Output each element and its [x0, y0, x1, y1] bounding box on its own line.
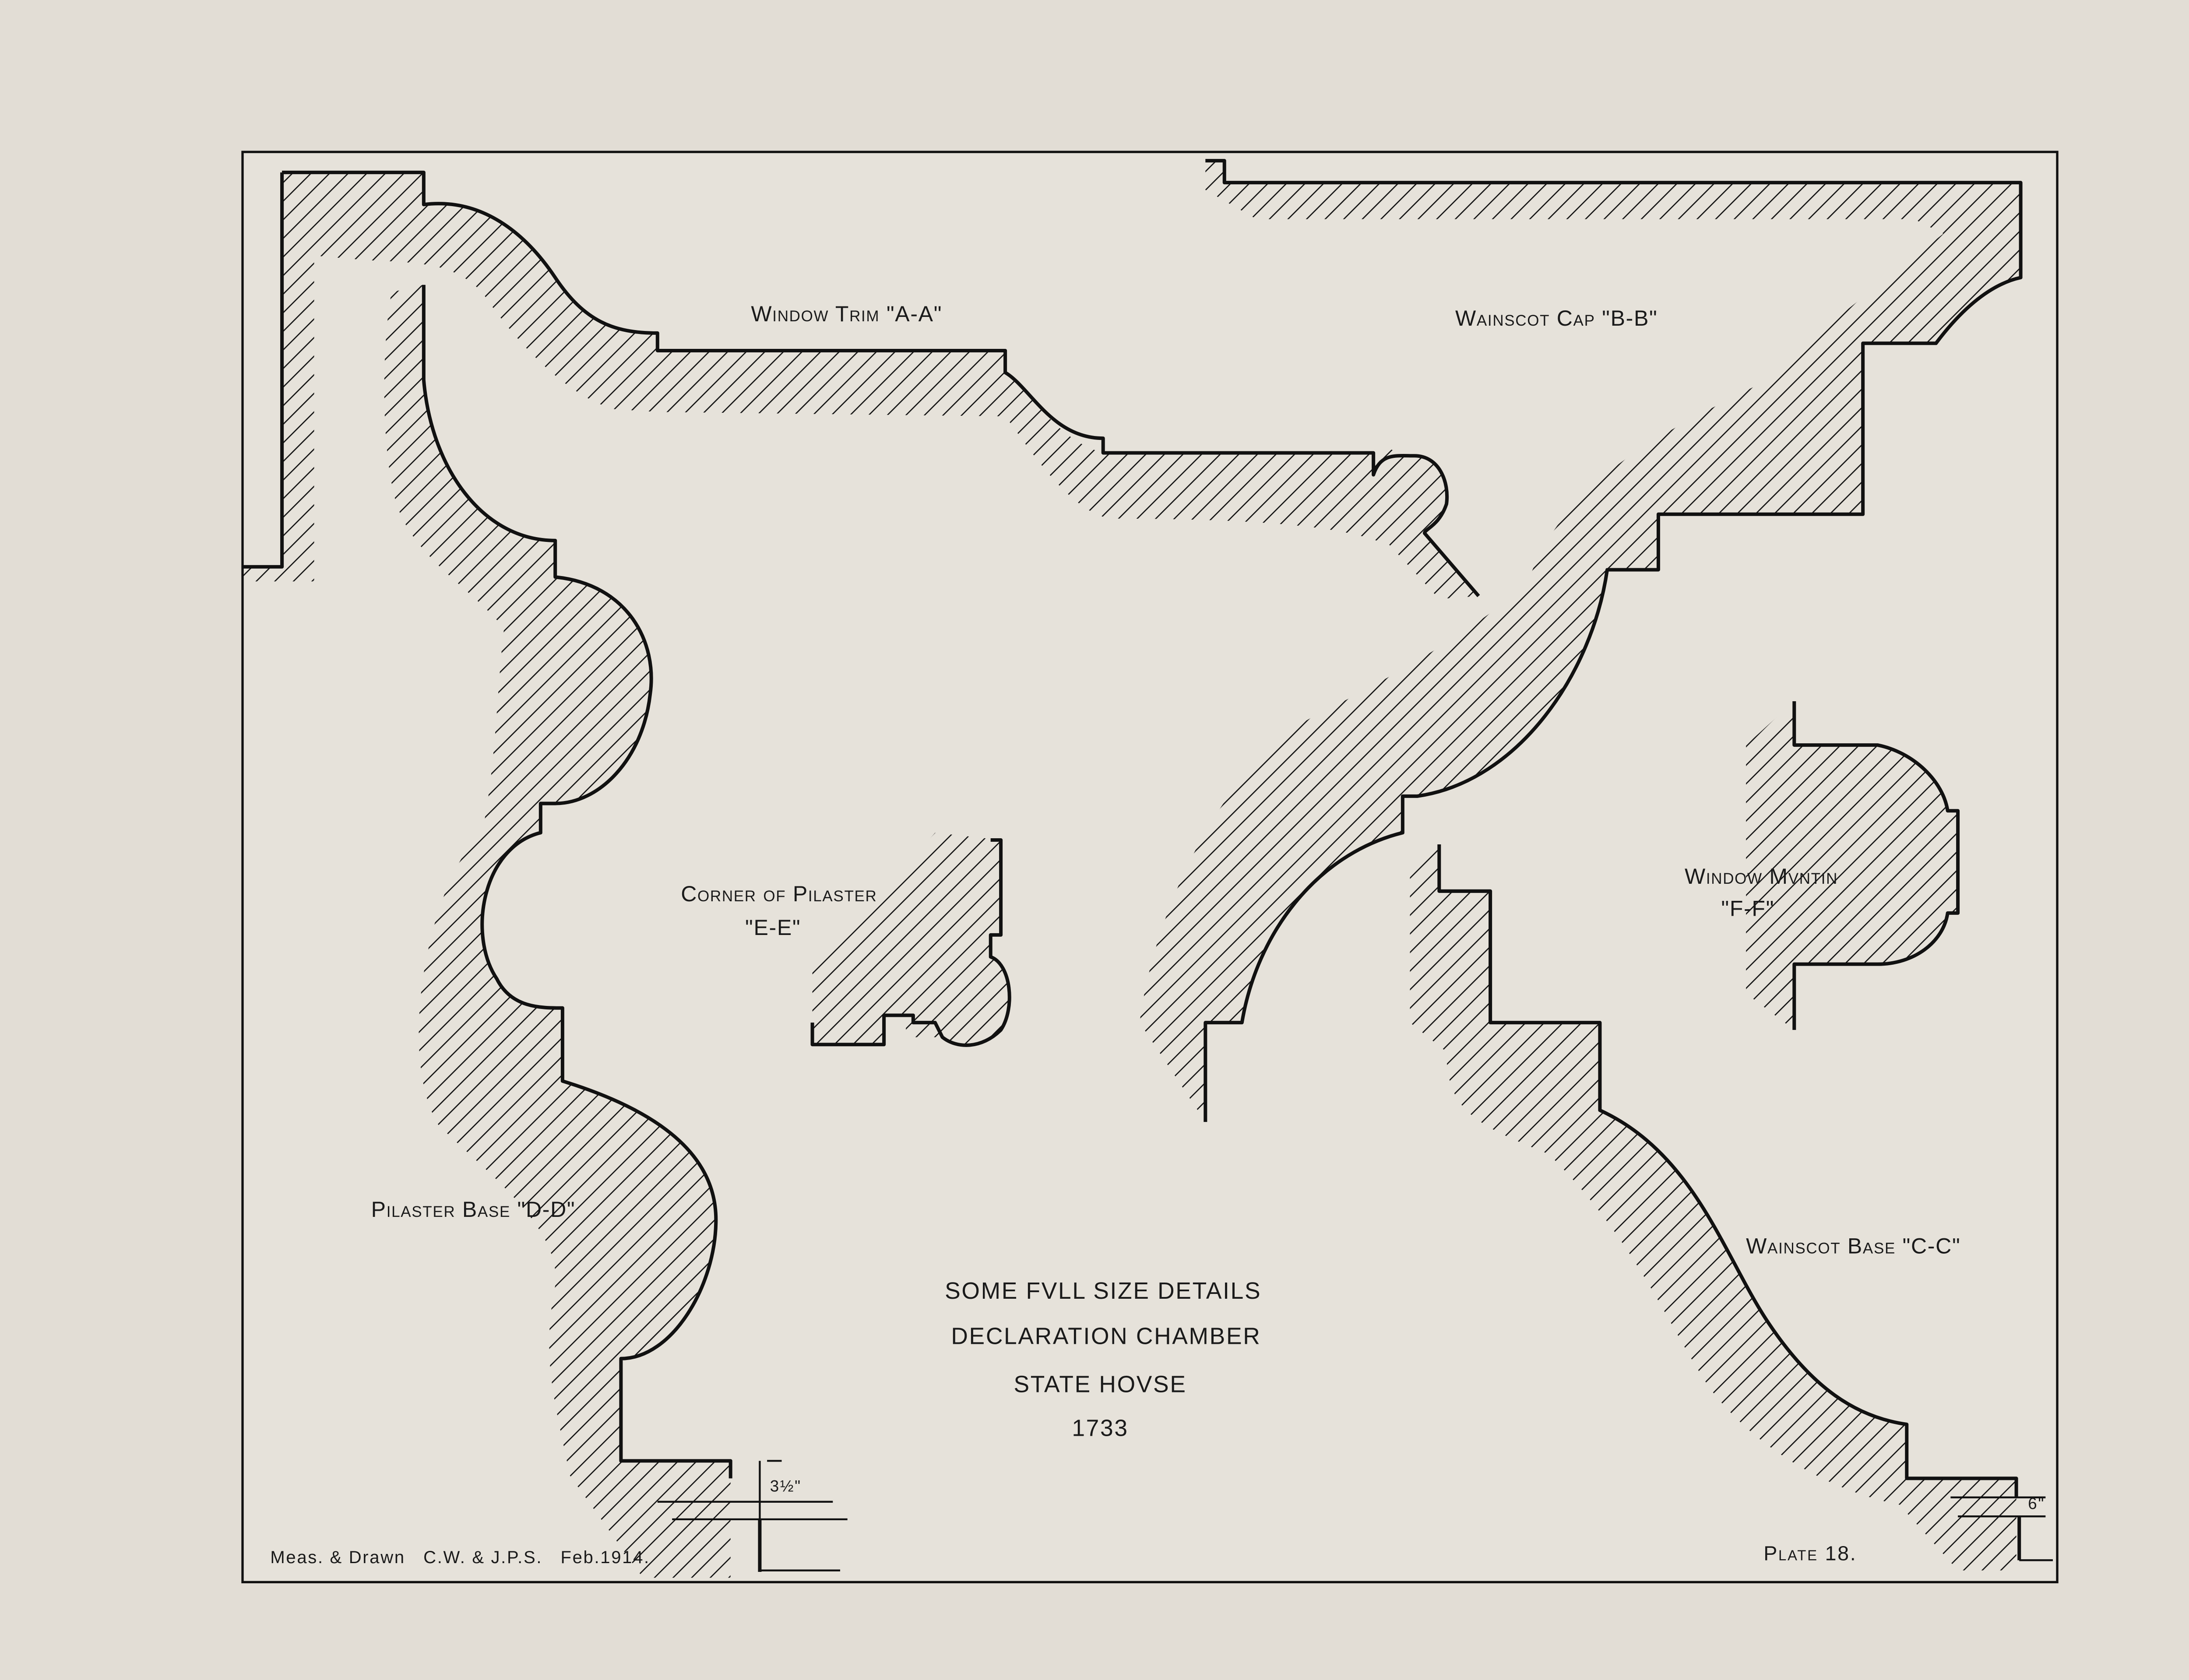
label-window-trim: Window Trim "A-A" [751, 302, 942, 326]
label-window-muntin: Window Mvntin [1685, 864, 1838, 889]
title-line-3: STATE HOVSE [1014, 1372, 1186, 1398]
label-corner-of-pilaster-code: "E-E" [745, 915, 801, 940]
dimension-label-pilaster-base: 3½" [770, 1477, 802, 1495]
wainscot-cap-profile [1140, 159, 2023, 1122]
label-corner-of-pilaster: Corner of Pilaster [681, 882, 877, 906]
title-line-4: 1733 [1072, 1416, 1128, 1441]
window-trim-profile [282, 170, 1480, 599]
label-wainscot-cap: Wainscot Cap "B-B" [1455, 306, 1658, 330]
window-muntin-profile [1746, 701, 1960, 1030]
window-trim-jamb [243, 172, 314, 582]
wainscot-base-profile [1410, 844, 2053, 1571]
label-wainscot-base: Wainscot Base "C-C" [1746, 1234, 1960, 1258]
corner-of-pilaster-profile [810, 833, 1011, 1047]
pilaster-base-profile [384, 285, 848, 1578]
dimension-label-wainscot-base: 6" [2028, 1495, 2045, 1513]
title-line-1: SOME FVLL SIZE DETAILS [945, 1278, 1261, 1304]
title-line-2: DECLARATION CHAMBER [951, 1323, 1261, 1349]
plate-number: Plate 18. [1763, 1542, 1857, 1564]
label-pilaster-base: Pilaster Base "D-D" [371, 1197, 576, 1222]
credit-text: Meas. & Drawn C.W. & J.P.S. Feb.1914. [270, 1548, 650, 1567]
label-window-muntin-code: "F-F" [1721, 896, 1774, 921]
